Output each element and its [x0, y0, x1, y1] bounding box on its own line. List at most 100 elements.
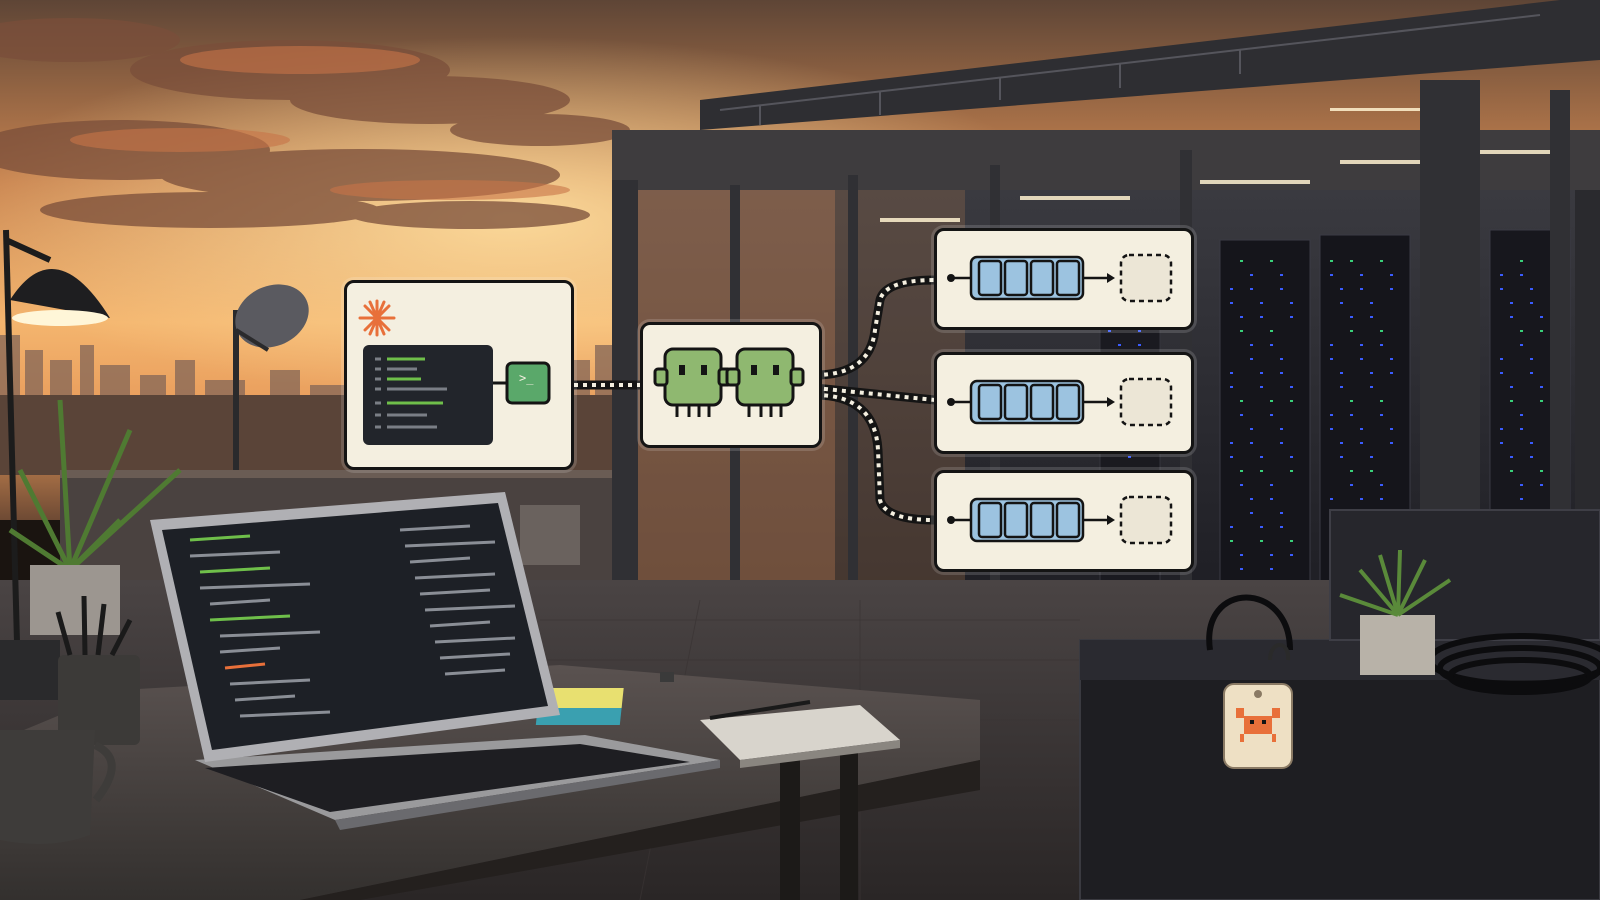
server-led: [1330, 274, 1333, 276]
server-led: [1270, 568, 1273, 570]
server-led: [1128, 456, 1131, 458]
queue-slot: [977, 383, 1003, 421]
queue-card: [934, 352, 1194, 454]
server-led: [1230, 302, 1233, 304]
server-led: [1240, 330, 1243, 332]
server-led: [1380, 498, 1383, 500]
server-led: [1500, 372, 1503, 374]
server-led: [1500, 358, 1503, 360]
server-led: [1270, 330, 1273, 332]
code-line: [209, 614, 291, 622]
server-led: [1340, 442, 1343, 444]
server-led: [1138, 344, 1141, 346]
server-led: [1530, 358, 1533, 360]
server-led: [1380, 330, 1383, 332]
server-led: [1540, 400, 1543, 402]
code-line: [409, 556, 471, 564]
server-led: [1510, 400, 1513, 402]
server-led: [1240, 470, 1243, 472]
server-led: [1530, 372, 1533, 374]
code-line: [229, 678, 311, 686]
server-led: [1118, 344, 1121, 346]
server-led: [1390, 442, 1393, 444]
code-line: [219, 646, 281, 654]
server-led: [1360, 498, 1363, 500]
server-led: [1360, 358, 1363, 360]
queue-slot: [1029, 259, 1055, 297]
server-led: [1330, 428, 1333, 430]
server-led: [1520, 330, 1523, 332]
server-led: [1280, 428, 1283, 430]
server-led: [1260, 316, 1263, 318]
server-led: [1520, 484, 1523, 486]
source-card: >_: [344, 280, 574, 470]
server-led: [1270, 344, 1273, 346]
server-led: [1250, 344, 1253, 346]
queue-slot: [1003, 501, 1029, 539]
server-led: [1380, 484, 1383, 486]
server-led: [1240, 568, 1243, 570]
server-led: [1390, 288, 1393, 290]
server-led: [1530, 288, 1533, 290]
server-led: [1260, 302, 1263, 304]
server-led: [1250, 274, 1253, 276]
queue-card: [934, 228, 1194, 330]
code-line: [199, 566, 271, 574]
server-led: [1240, 554, 1243, 556]
server-led: [1380, 344, 1383, 346]
server-led: [1340, 302, 1343, 304]
code-line: [404, 540, 496, 548]
server-led: [1280, 274, 1283, 276]
server-led: [1510, 470, 1513, 472]
code-line: [434, 636, 516, 644]
server-led: [1270, 484, 1273, 486]
server-led: [1250, 428, 1253, 430]
server-led: [1260, 386, 1263, 388]
code-line: [209, 598, 271, 606]
server-led: [1280, 512, 1283, 514]
server-led: [1540, 330, 1543, 332]
server-led: [1500, 442, 1503, 444]
server-led: [1360, 344, 1363, 346]
server-led: [1540, 470, 1543, 472]
server-led: [1370, 316, 1373, 318]
queue-slot: [977, 501, 1003, 539]
server-led: [1510, 302, 1513, 304]
server-led: [1340, 372, 1343, 374]
code-line: [429, 620, 491, 628]
queue-slot: [1029, 501, 1055, 539]
server-led: [1330, 498, 1333, 500]
server-led: [1138, 330, 1141, 332]
server-led: [1230, 372, 1233, 374]
code-line: [444, 668, 506, 676]
server-led: [1240, 400, 1243, 402]
server-led: [1240, 414, 1243, 416]
server-led: [1230, 386, 1233, 388]
server-led: [1290, 470, 1293, 472]
server-led: [1380, 414, 1383, 416]
crab-icon: [1236, 708, 1280, 742]
terminal-window: [363, 345, 493, 445]
queue-slot: [1003, 259, 1029, 297]
queue-slot: [1055, 259, 1081, 297]
server-led: [1360, 288, 1363, 290]
server-led: [1280, 442, 1283, 444]
code-line: [439, 652, 511, 660]
server-led: [1350, 316, 1353, 318]
server-led: [1240, 484, 1243, 486]
server-led: [1510, 316, 1513, 318]
server-led: [1230, 540, 1233, 542]
server-led: [1390, 358, 1393, 360]
server-led: [1230, 456, 1233, 458]
server-led: [1540, 386, 1543, 388]
queue-slot: [977, 259, 1003, 297]
server-led: [1290, 540, 1293, 542]
server-led: [1340, 386, 1343, 388]
server-led: [1530, 302, 1533, 304]
server-led: [1290, 554, 1293, 556]
server-led: [1290, 400, 1293, 402]
satellite-dish: [233, 284, 309, 470]
server-led: [1330, 344, 1333, 346]
server-led: [1360, 428, 1363, 430]
